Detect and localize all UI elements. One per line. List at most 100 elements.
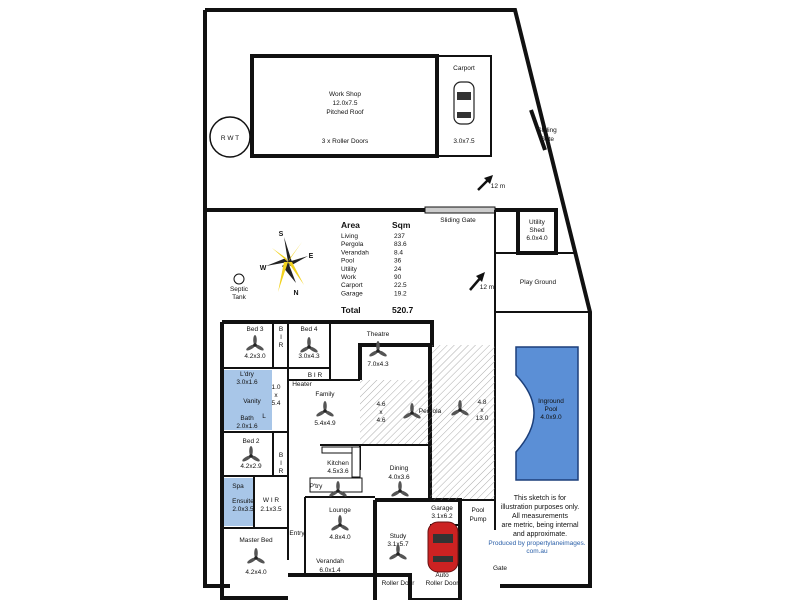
pool-label: Inground bbox=[538, 398, 564, 405]
car-icon bbox=[453, 81, 475, 125]
disclaimer-5: and approximate. bbox=[513, 531, 567, 538]
side-gate bbox=[529, 109, 547, 151]
ceiling-fan-icon bbox=[247, 548, 265, 564]
workshop-doors: 3 x Roller Doors bbox=[322, 138, 369, 145]
laundry-size: 3.0x1.6 bbox=[236, 379, 258, 386]
bir-c: B bbox=[279, 452, 283, 459]
area-row-label: Pool bbox=[341, 258, 355, 265]
wir-label: W I R bbox=[263, 497, 280, 504]
pergola-dim-right-x: x bbox=[480, 407, 484, 414]
verandah-size: 6.0x1.4 bbox=[319, 567, 341, 574]
bed2-size: 4.2x2.9 bbox=[240, 463, 262, 470]
bir-c-3: R bbox=[279, 468, 284, 475]
ensuite-tile bbox=[224, 478, 253, 526]
master-label: Master Bed bbox=[239, 537, 273, 544]
lounge-label: Lounge bbox=[329, 507, 351, 514]
hall-dim: 1.0 bbox=[271, 384, 280, 391]
area-row-label: Verandah bbox=[341, 249, 369, 256]
compass-n: N bbox=[293, 290, 298, 297]
bir-a-2: I bbox=[280, 334, 282, 341]
arrow-icon bbox=[469, 272, 485, 291]
area-row-value: 24 bbox=[394, 266, 402, 273]
area-row-label: Living bbox=[341, 233, 358, 240]
workshop-note: Pitched Roof bbox=[326, 109, 363, 116]
utility-label: Utility bbox=[529, 219, 546, 226]
utility-label2: Shed bbox=[529, 227, 545, 234]
bir-a: B bbox=[279, 326, 283, 333]
master-size: 4.2x4.0 bbox=[245, 569, 267, 576]
gate-label: Gate bbox=[493, 565, 507, 572]
sqm-header: Sqm bbox=[392, 220, 411, 230]
spa-label: Spa bbox=[232, 483, 244, 490]
area-row-value: 237 bbox=[394, 233, 405, 240]
hall-dim-2: 5.4 bbox=[271, 400, 280, 407]
inground-pool bbox=[515, 346, 579, 481]
disclaimer-2: illustration purposes only. bbox=[501, 504, 580, 511]
verandah-label: Verandah bbox=[316, 558, 344, 565]
total-value: 520.7 bbox=[392, 305, 414, 315]
credit-1: Produced by propertylaneimages. bbox=[488, 540, 585, 547]
rwt-label: R W T bbox=[221, 135, 239, 142]
area-row-label: Work bbox=[341, 274, 357, 281]
total-label: Total bbox=[341, 305, 361, 315]
garage-label: Garage bbox=[431, 505, 453, 512]
disclaimer-4: are metric, being internal bbox=[501, 522, 578, 529]
bir-b: B I R bbox=[308, 372, 323, 379]
family-size: 5.4x4.9 bbox=[314, 420, 336, 427]
hall-dim-x: x bbox=[274, 392, 278, 399]
bed3-size: 4.2x3.0 bbox=[244, 353, 266, 360]
kitchen-bench-side bbox=[351, 446, 361, 478]
ceiling-fan-icon bbox=[403, 403, 421, 419]
pergola-dim-left: 4.6 bbox=[376, 401, 385, 408]
carport bbox=[436, 55, 492, 157]
septic-label: Septic bbox=[230, 286, 249, 293]
workshop-size: 12.0x7.5 bbox=[333, 100, 358, 107]
side-gate-label2: Gate bbox=[540, 136, 554, 143]
ensuite-label: Ensuite bbox=[232, 498, 254, 505]
bed4-label: Bed 4 bbox=[301, 326, 318, 333]
bath-l: L bbox=[262, 413, 266, 420]
auto-roller-label: Auto bbox=[435, 572, 449, 579]
septic-label2: Tank bbox=[232, 294, 246, 301]
ceiling-fan-icon bbox=[246, 335, 264, 351]
pool-label2: Pool bbox=[544, 406, 558, 413]
area-row-value: 19.2 bbox=[394, 290, 407, 297]
carport-size: 3.0x7.5 bbox=[453, 138, 475, 145]
heater-label: Heater bbox=[292, 381, 312, 388]
area-row-label: Utility bbox=[341, 266, 358, 273]
utility-size: 6.0x4.0 bbox=[526, 235, 548, 242]
area-row-value: 83.6 bbox=[394, 241, 407, 248]
area-row-value: 8.4 bbox=[394, 249, 403, 256]
bir-c-2: I bbox=[280, 460, 282, 467]
ceiling-fan-icon bbox=[389, 544, 407, 560]
family-label: Family bbox=[315, 391, 335, 398]
vanity-label: Vanity bbox=[243, 398, 261, 405]
entry-label: Entry bbox=[289, 530, 305, 537]
ceiling-fan-icon bbox=[331, 515, 349, 531]
pool-pump-label2: Pump bbox=[470, 516, 487, 523]
disclaimer-3: All measurements bbox=[512, 513, 569, 520]
rainwater-tank bbox=[209, 116, 251, 158]
credit-2: com.au bbox=[526, 548, 548, 555]
disclaimer-1: This sketch is for bbox=[514, 495, 567, 502]
area-row-label: Pergola bbox=[341, 241, 364, 248]
house-left-wall bbox=[220, 322, 288, 600]
auto-roller-label2: Roller Door bbox=[426, 580, 460, 587]
compass-w: W bbox=[260, 265, 267, 272]
workshop-label: Work Shop bbox=[329, 91, 361, 98]
bed2-label: Bed 2 bbox=[243, 438, 260, 445]
theatre-label: Theatre bbox=[367, 331, 390, 338]
ceiling-fan-icon bbox=[329, 481, 347, 497]
bath-size: 2.0x1.6 bbox=[236, 423, 258, 430]
car-icon bbox=[427, 521, 459, 573]
bir-a-3: R bbox=[279, 342, 284, 349]
bed4-size: 3.0x4.3 bbox=[298, 353, 320, 360]
carport-label: Carport bbox=[453, 65, 475, 72]
compass-s: S bbox=[279, 231, 284, 238]
dim-12m-top: 12 m bbox=[491, 183, 505, 190]
house-bottom-wall bbox=[288, 573, 412, 600]
ceiling-fans bbox=[242, 335, 469, 564]
playground-label: Play Ground bbox=[520, 279, 557, 286]
